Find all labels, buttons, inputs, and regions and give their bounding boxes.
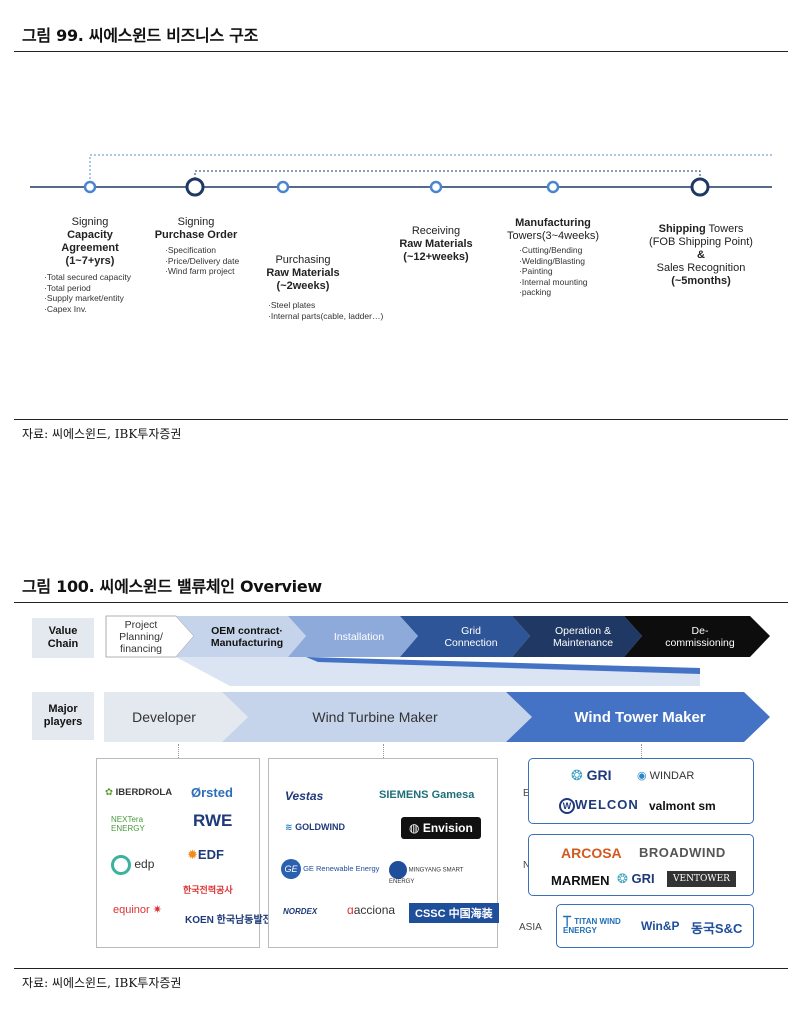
node-shipping — [690, 177, 710, 197]
fig100-bottom-rule — [14, 968, 788, 969]
step-purchasing-notes: Steel plates Internal parts(cable, ladde… — [268, 300, 383, 321]
connector-turbine — [383, 744, 384, 758]
step-purchase-order: Signing Purchase Order — [154, 216, 238, 241]
step-capacity-notes: Total secured capacity Total period Supp… — [44, 272, 131, 314]
gri-dot-icon: ❂ — [571, 767, 583, 783]
logo-vestas: Vestas — [285, 789, 324, 803]
logo-gri-eu: ❂ GRI — [571, 767, 612, 783]
logo-arcosa: ARCOSA — [561, 845, 622, 861]
logo-winp: Win&P — [641, 919, 680, 933]
node-receiving — [429, 180, 443, 194]
logo-equinor: equinor ✷ — [113, 904, 162, 916]
logo-nordex: NORDEX — [283, 907, 318, 916]
envision-icon: ◍ — [409, 821, 420, 835]
fig100-source: 자료: 씨에스윈드, IBK투자증권 — [22, 976, 182, 990]
acciona-mark-icon: ɑ — [347, 903, 354, 917]
logo-koen: KOEN 한국남동발전 — [185, 915, 272, 926]
step-capacity-agreement: Signing Capacity Agreement (1~7+yrs) — [61, 216, 119, 267]
tower-asia-box: ⟙TITAN WIND ENERGY Win&P 동국S&C — [556, 904, 754, 948]
step-purchase-notes: Specification Price/Delivery date Wind f… — [165, 245, 239, 277]
step-manufacturing-notes: Cutting/Bending Welding/Blasting Paintin… — [519, 245, 588, 298]
developer-panel: ✿ IBERDROLA Ørsted NEXTera ENERGY RWE ed… — [96, 758, 272, 948]
equinor-star-icon: ✷ — [152, 904, 162, 916]
step-manufacturing: Manufacturing Towers(3~4weeks) — [506, 217, 599, 242]
turbine-panel: Vestas SIEMENS Gamesa ≋ GOLDWIND ◍ Envis… — [268, 758, 499, 948]
step-receiving-raw: Receiving Raw Materials (~12+weeks) — [399, 225, 473, 263]
connector-tower — [641, 744, 642, 758]
chain-oem-contract: OEM contract·Manufacturing — [210, 624, 284, 649]
logo-iberdrola: ✿ IBERDROLA — [105, 787, 173, 798]
goldwind-swirl-icon: ≋ — [285, 822, 293, 832]
mingyang-globe-icon — [389, 861, 407, 879]
major-players-label: Major players — [32, 692, 94, 740]
fig100-top-rule — [14, 602, 788, 603]
capacity-bracket — [89, 154, 774, 187]
players-tower-maker: Wind Tower Maker — [574, 708, 706, 726]
logo-windar: ◉ WINDAR — [637, 770, 695, 782]
logo-goldwind: ≋ GOLDWIND — [285, 822, 346, 832]
leaf-icon: ✿ — [105, 787, 113, 798]
players-developer: Developer — [132, 709, 196, 725]
gri-dot-icon-2: ❂ — [617, 871, 628, 886]
logo-ventower: VENTOWER — [667, 871, 736, 887]
tower-na-box: ARCOSA BROADWIND MARMEN ❂ GRI VENTOWER — [528, 834, 754, 896]
logo-cssc: CSSC 中国海装 — [409, 903, 499, 923]
chain-installation: Installation — [333, 630, 385, 643]
fig99-top-rule — [14, 51, 788, 52]
logo-nextera: NEXTera ENERGY — [111, 815, 145, 833]
timeline-graphic — [30, 154, 774, 197]
logo-valmont: valmont sm — [649, 799, 716, 813]
edp-ring-icon — [111, 855, 131, 875]
chain-decommissioning: De-commissioning — [665, 624, 735, 649]
fig99-bottom-rule — [14, 419, 788, 420]
logo-ge: GE GE Renewable Energy — [281, 859, 379, 879]
edf-sun-icon: ✹ — [187, 847, 198, 862]
node-purchase-order — [185, 177, 205, 197]
logo-gri-na: ❂ GRI — [617, 871, 655, 886]
logo-marmen: MARMEN — [551, 873, 610, 888]
logo-envision: ◍ Envision — [401, 817, 481, 839]
node-purchasing — [276, 180, 290, 194]
players-turbine-maker: Wind Turbine Maker — [312, 709, 438, 725]
value-chain-arrows — [105, 615, 770, 686]
logo-siemens-gamesa: SIEMENS Gamesa — [379, 789, 475, 801]
logo-kepco: 한국전력공사 — [183, 885, 233, 895]
logo-orsted: Ørsted — [191, 785, 233, 800]
connector-dev — [178, 744, 179, 758]
logo-rwe: RWE — [193, 811, 233, 830]
logo-dongkuk: 동국S&C — [691, 921, 743, 936]
logo-edf: ✹EDF — [187, 847, 224, 862]
fig99-source: 자료: 씨에스윈드, IBK투자증권 — [22, 427, 182, 441]
fig100-title: 그림 100. 씨에스윈드 밸류체인 Overview — [22, 577, 322, 596]
logo-mingyang: MINGYANG SMART ENERGY — [389, 861, 489, 885]
logo-titan: ⟙TITAN WIND ENERGY — [563, 913, 621, 935]
logo-broadwind: BROADWIND — [639, 845, 726, 860]
value-chain-label: Value Chain — [32, 618, 94, 658]
welcon-w-icon: W — [559, 797, 575, 814]
players-arrows — [104, 692, 770, 742]
step-shipping: Shipping Towers (FOB Shipping Point) & S… — [649, 223, 753, 287]
chain-operation-maintenance: Operation &Maintenance — [552, 624, 614, 649]
node-capacity — [83, 180, 97, 194]
node-manufacturing — [546, 180, 560, 194]
titan-t-icon: ⟙ — [563, 913, 572, 929]
ge-monogram-icon: GE — [281, 859, 301, 879]
windar-globe-icon: ◉ — [637, 770, 647, 782]
order-bracket — [194, 170, 701, 187]
step-purchasing-raw: Purchasing Raw Materials (~2weeks) — [266, 254, 340, 292]
logo-acciona: ɑacciona — [347, 903, 396, 917]
region-asia: ASIA — [519, 922, 542, 933]
logo-edp: edp — [111, 855, 154, 875]
fig99-title: 그림 99. 씨에스윈드 비즈니스 구조 — [22, 26, 258, 45]
